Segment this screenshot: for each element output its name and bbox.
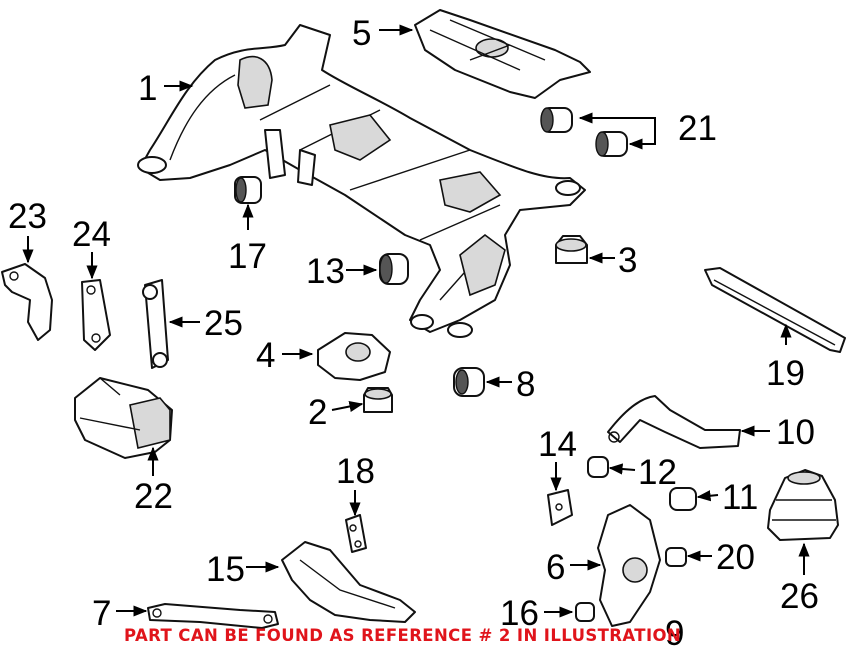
mount-4-part bbox=[317, 332, 391, 381]
callout-2: 2 bbox=[308, 393, 327, 432]
callout-5: 5 bbox=[352, 14, 371, 53]
callout-19: 19 bbox=[766, 354, 805, 393]
callout-25: 25 bbox=[204, 304, 243, 343]
callout-24: 24 bbox=[72, 215, 111, 254]
callout-22: 22 bbox=[134, 477, 173, 516]
bushing-11-part bbox=[669, 487, 697, 511]
bushing-12-part bbox=[587, 456, 609, 478]
callout-15: 15 bbox=[206, 550, 245, 589]
callout-11: 11 bbox=[722, 478, 758, 517]
lower-arm-15-part bbox=[281, 541, 416, 623]
rail-19-part bbox=[704, 267, 846, 353]
callout-6: 6 bbox=[546, 548, 565, 587]
callout-7: 7 bbox=[92, 594, 111, 633]
callout-1: 1 bbox=[138, 69, 157, 108]
callout-8: 8 bbox=[516, 365, 535, 404]
callout-20: 20 bbox=[716, 538, 755, 577]
module-22-part bbox=[74, 377, 173, 459]
toe-link-7-part bbox=[147, 603, 279, 629]
callout-17: 17 bbox=[228, 237, 267, 276]
cover-plate-part bbox=[414, 9, 591, 99]
bracket-14-part bbox=[547, 489, 573, 526]
bushing-13-part bbox=[379, 253, 409, 285]
bracket-23-part bbox=[1, 263, 53, 341]
callout-3: 3 bbox=[618, 241, 637, 280]
link-18-part bbox=[345, 514, 367, 553]
boot-26-part bbox=[767, 469, 839, 541]
link-25-part bbox=[142, 279, 169, 369]
mount-3-part bbox=[555, 235, 588, 264]
leader-lines bbox=[22, 24, 810, 618]
bushing-16-part bbox=[575, 602, 595, 622]
bushing-2-part bbox=[363, 387, 393, 413]
callout-12: 12 bbox=[638, 453, 677, 492]
bushings-21-part bbox=[540, 107, 628, 157]
control-arm-10-part bbox=[607, 395, 741, 449]
bushing-17-part bbox=[234, 176, 262, 204]
callout-21: 21 bbox=[678, 109, 717, 148]
callout-23: 23 bbox=[8, 197, 47, 236]
bushing-8-part bbox=[453, 367, 485, 397]
subframe-part bbox=[137, 24, 586, 338]
callout-18: 18 bbox=[336, 452, 375, 491]
callout-26: 26 bbox=[780, 577, 819, 616]
callout-9: 9 bbox=[665, 614, 684, 651]
callout-10: 10 bbox=[776, 413, 815, 452]
callout-13: 13 bbox=[306, 252, 345, 291]
knuckle-6-part bbox=[597, 504, 661, 627]
callout-14: 14 bbox=[538, 425, 577, 464]
reference-note: PART CAN BE FOUND AS REFERENCE # 2 IN IL… bbox=[124, 626, 681, 645]
link-plate-24-part bbox=[81, 279, 111, 351]
callout-labels: 1 2 3 4 5 6 7 8 9 10 11 12 13 14 15 16 1… bbox=[8, 14, 819, 651]
callout-16: 16 bbox=[500, 594, 539, 633]
callout-4: 4 bbox=[256, 336, 275, 375]
bushing-20-part bbox=[665, 547, 687, 567]
